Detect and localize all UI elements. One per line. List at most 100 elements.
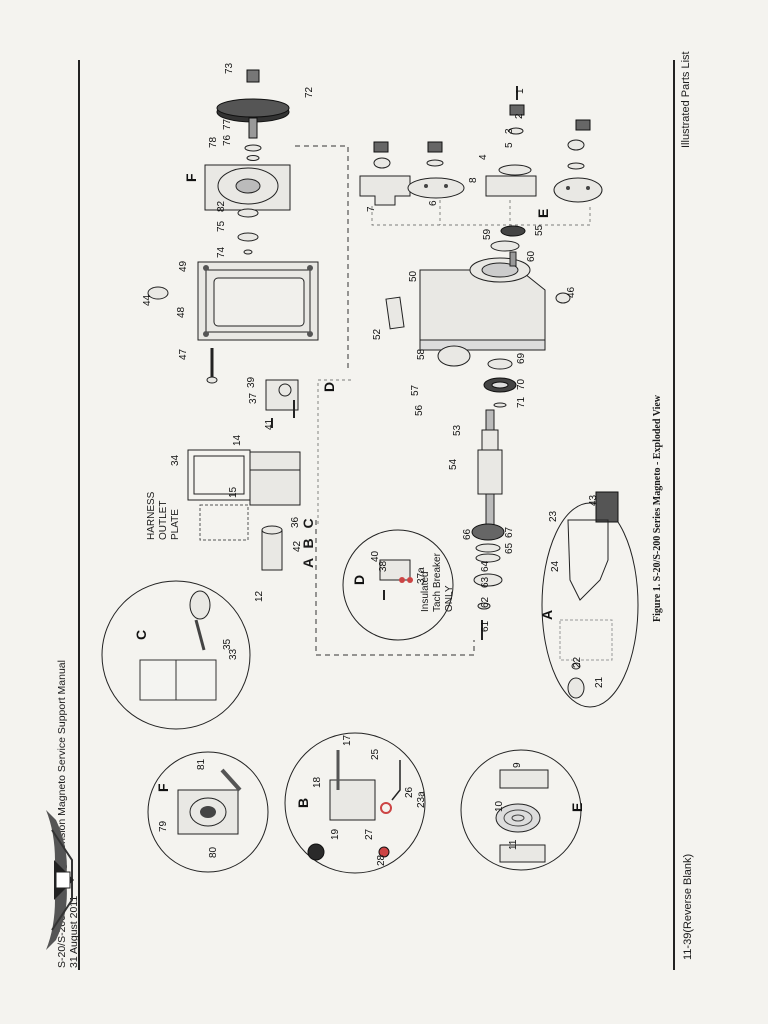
detail-circle-e (460, 749, 582, 871)
guide-dash-d (295, 145, 475, 656)
callout-number-group: 123456789101112141517181921222323a242526… (142, 62, 605, 866)
detail-circle-d (342, 529, 454, 641)
callout-24: 24 (550, 560, 561, 572)
callout-72: 72 (304, 86, 315, 98)
coil-42 (261, 525, 283, 571)
callout-76: 76 (222, 134, 233, 146)
callout-57: 57 (410, 384, 421, 396)
guide-dash-e (371, 200, 591, 226)
callout-42: 42 (292, 540, 303, 552)
harness-plate (199, 504, 249, 541)
callout-56: 56 (414, 404, 425, 416)
callout-52: 52 (372, 328, 383, 340)
distributor-6 (407, 177, 465, 199)
section-letter-f-top: F (183, 173, 199, 182)
callout-39: 39 (246, 376, 257, 388)
callout-35: 35 (222, 638, 233, 650)
callout-21: 21 (594, 676, 605, 688)
gasket-52 (385, 296, 405, 330)
callout-65: 65 (504, 542, 515, 554)
callout-46: 46 (566, 286, 577, 298)
callout-17: 17 (342, 734, 353, 746)
callout-5: 5 (504, 142, 515, 148)
drive-gear (216, 69, 290, 139)
detail-circle-a (541, 491, 639, 708)
callout-23a: 23a (416, 791, 427, 808)
coupling-gear (471, 523, 505, 640)
callout-7: 7 (366, 206, 377, 212)
cam-58 (437, 345, 471, 367)
distributor-block (249, 451, 301, 506)
end-cap-f (204, 164, 291, 211)
distributor-7 (359, 175, 411, 206)
plug-44 (147, 286, 169, 300)
guide-dash-main (317, 379, 352, 524)
callout-4: 4 (478, 154, 489, 160)
callout-2: 2 (514, 113, 525, 119)
callout-64: 64 (480, 560, 491, 572)
callout-38: 38 (378, 560, 389, 572)
callout-12: 12 (254, 590, 265, 602)
callout-81: 81 (196, 758, 207, 770)
callout-67: 67 (504, 526, 515, 538)
callout-58: 58 (416, 348, 427, 360)
section-letter-e: E (569, 803, 585, 812)
callout-71: 71 (516, 396, 527, 408)
callout-37: 37 (248, 392, 259, 404)
callout-59: 59 (482, 228, 493, 240)
callout-10: 10 (494, 800, 505, 812)
callout-22: 22 (572, 656, 583, 668)
callout-62: 62 (480, 596, 491, 608)
distributor-8 (485, 164, 537, 197)
callout-1: 1 (515, 88, 526, 94)
callout-70: 70 (516, 378, 527, 390)
bearings (483, 358, 517, 408)
bearing-retainer (244, 144, 262, 161)
callout-36: 36 (290, 516, 301, 528)
callout-50: 50 (408, 270, 419, 282)
callout-82: 82 (216, 200, 227, 212)
callout-54: 54 (448, 458, 459, 470)
gasket-34 (187, 449, 251, 501)
callout-77: 77 (222, 118, 233, 130)
magneto-body (419, 257, 546, 351)
magneto-housing (197, 261, 319, 341)
callout-63: 63 (480, 576, 491, 588)
callout-41: 41 (264, 418, 275, 430)
distributor-right (553, 177, 603, 203)
callout-79: 79 (158, 820, 169, 832)
callout-78: 78 (208, 136, 219, 148)
callout-34: 34 (170, 454, 181, 466)
callout-49: 49 (178, 260, 189, 272)
callout-75: 75 (216, 220, 227, 232)
callout-73: 73 (224, 62, 235, 74)
section-letter-a: A (539, 610, 555, 620)
callout-18: 18 (312, 776, 323, 788)
callout-80: 80 (208, 846, 219, 858)
callout-25: 25 (370, 748, 381, 760)
callout-33: 33 (228, 648, 239, 660)
breaker-assembly (265, 379, 299, 428)
callout-40: 40 (370, 550, 381, 562)
callout-69: 69 (516, 352, 527, 364)
detail-circle-f (147, 751, 269, 873)
company-logo (46, 810, 74, 950)
detail-circle-b (284, 732, 426, 874)
section-letter-d-detail: D (351, 575, 367, 585)
section-letter-f: F (155, 783, 171, 792)
callout-3: 3 (504, 128, 515, 134)
bottom-border-rule (673, 60, 675, 970)
callout-61: 61 (480, 620, 491, 632)
screw-47 (206, 348, 218, 384)
callout-15: 15 (228, 486, 239, 498)
detail-circle-c (101, 580, 251, 730)
callout-53: 53 (452, 424, 463, 436)
callout-48: 48 (176, 306, 187, 318)
callout-9: 9 (512, 762, 523, 768)
plug-46 (555, 292, 571, 304)
callout-11: 11 (508, 839, 519, 850)
callout-43: 43 (588, 494, 599, 506)
callout-66: 66 (462, 528, 473, 540)
